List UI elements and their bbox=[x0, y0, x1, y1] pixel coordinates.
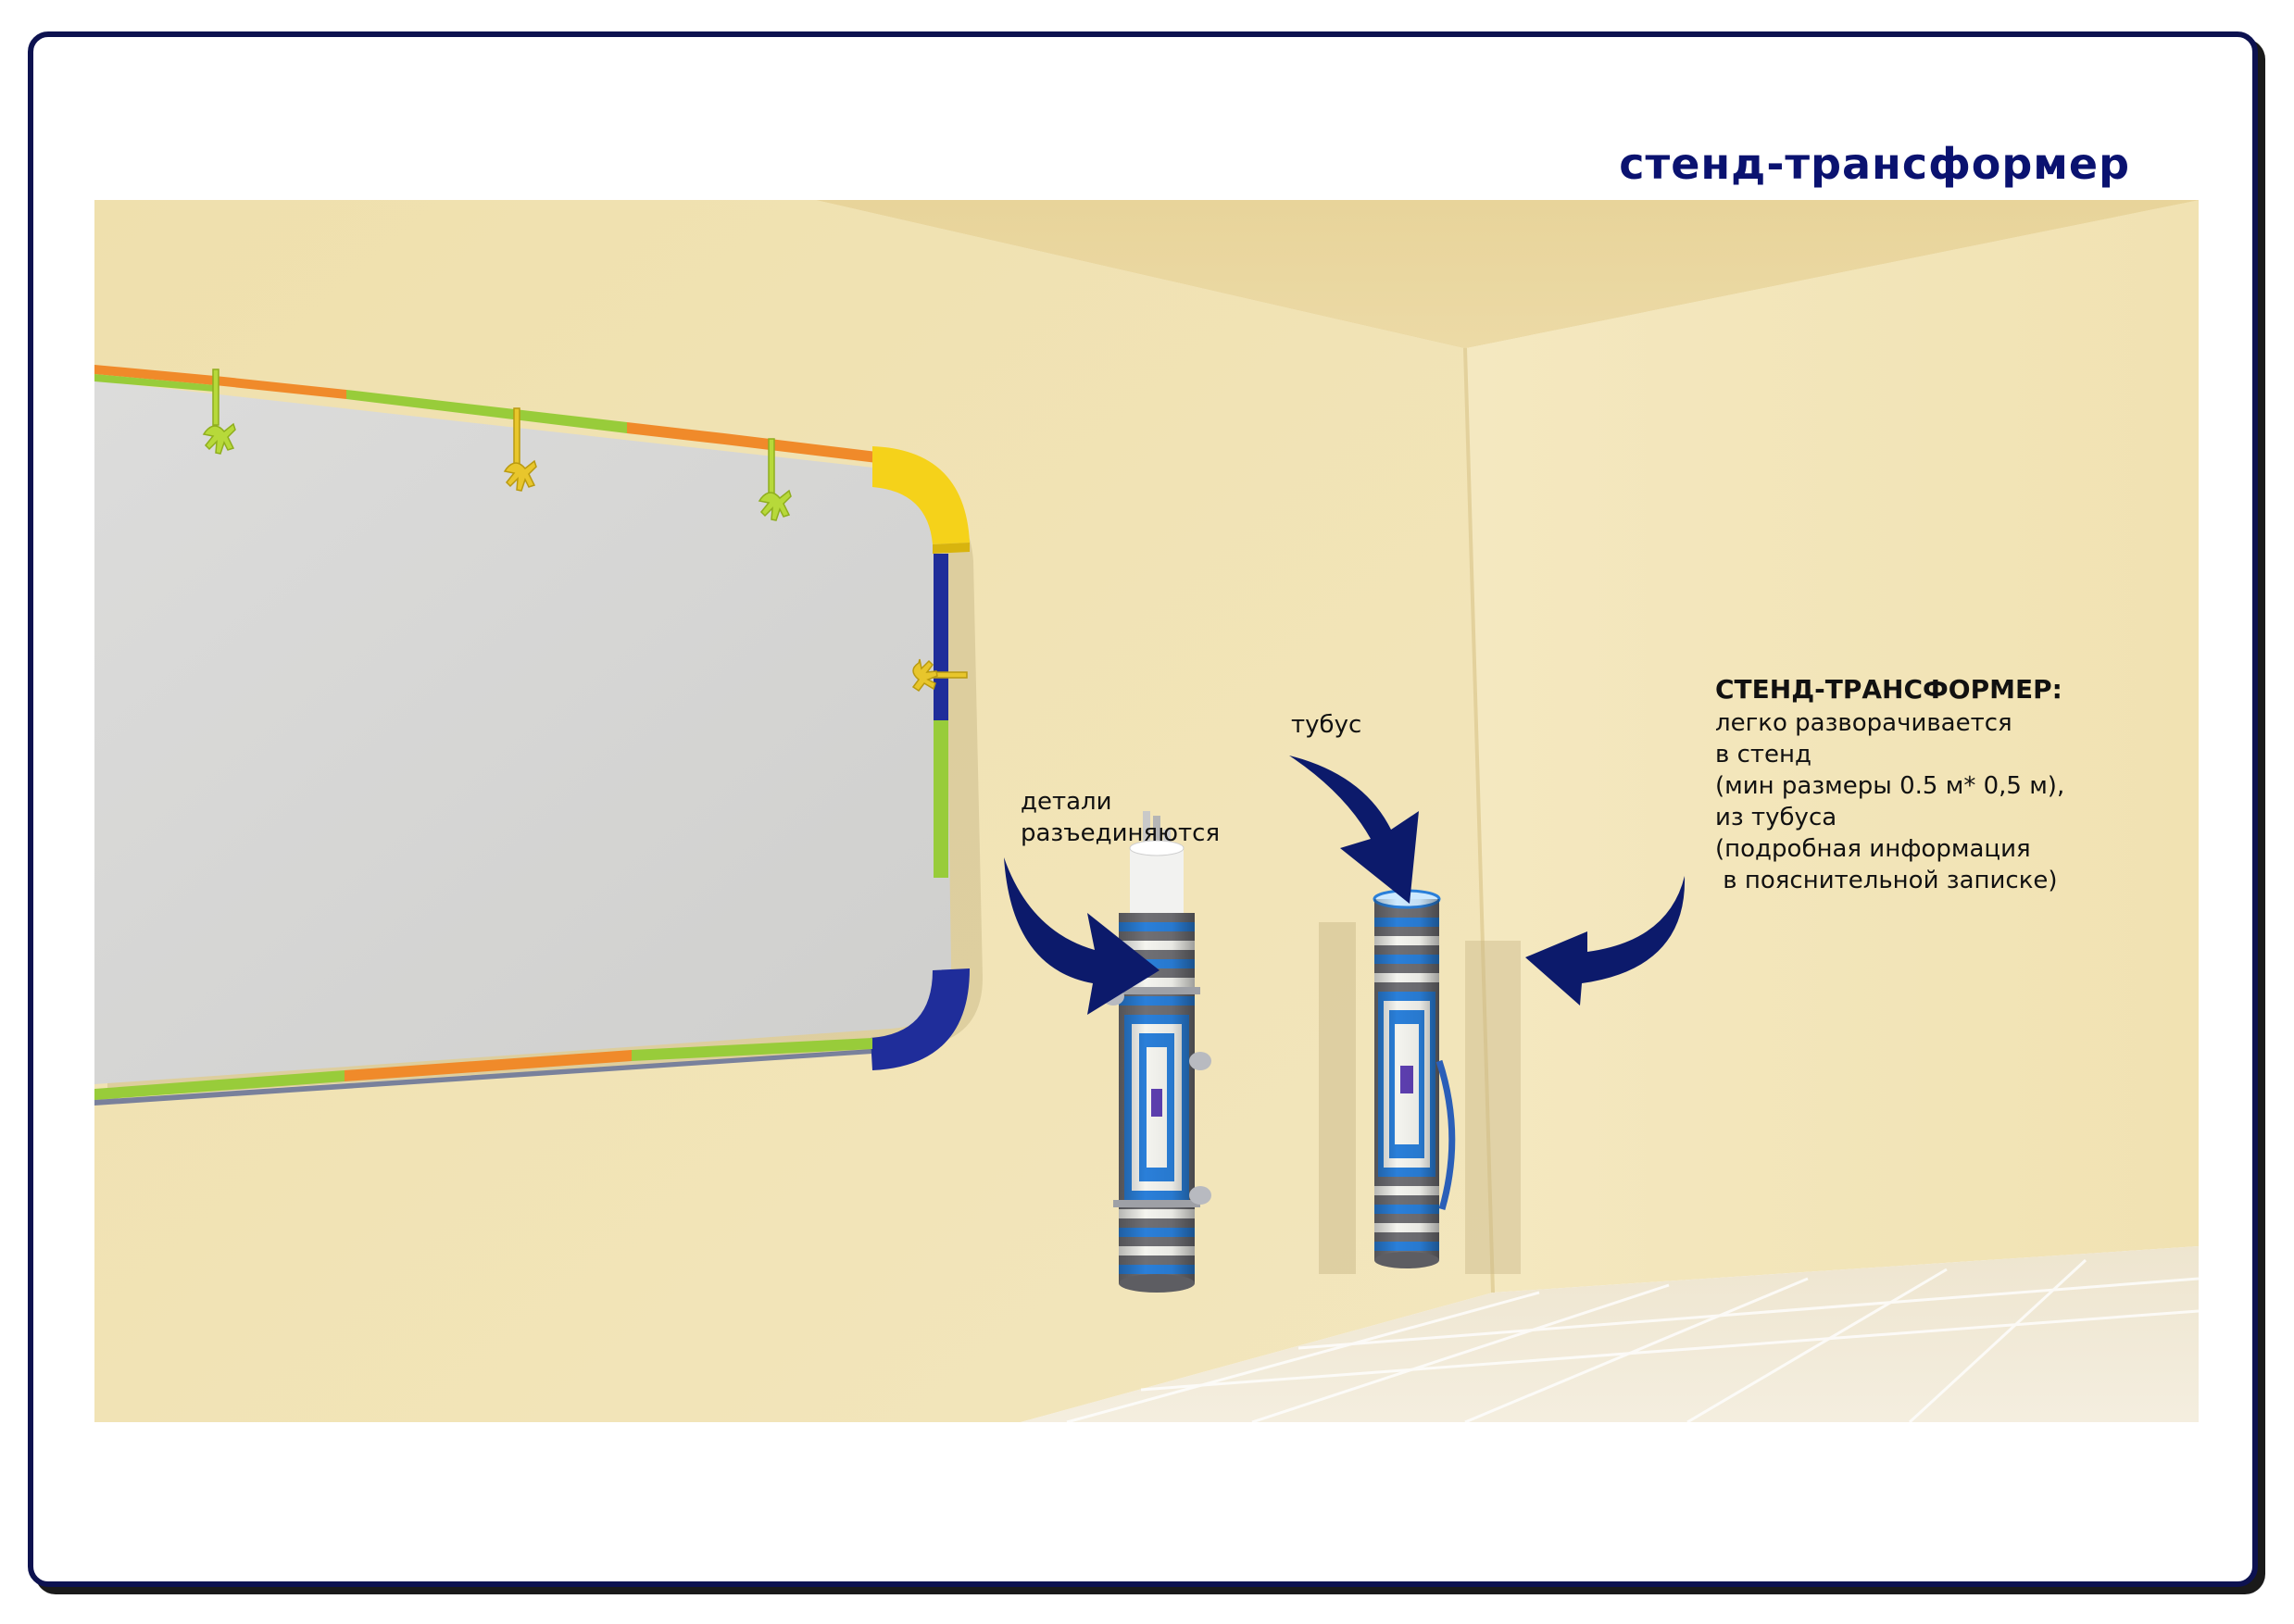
info-line-2: в стенд bbox=[1715, 741, 1811, 768]
parts-label-line2: разъединяются bbox=[1021, 819, 1221, 847]
info-line-5: (подробная информация bbox=[1715, 835, 2031, 863]
parts-label-line1: детали bbox=[1021, 788, 1112, 816]
info-heading: СТЕНД-ТРАНСФОРМЕР: bbox=[1715, 674, 2062, 705]
room-render bbox=[94, 200, 2199, 1422]
hand-clip-icon bbox=[911, 658, 968, 693]
hand-clip-icon bbox=[758, 438, 792, 521]
page-title: стенд-трансформер bbox=[1619, 139, 2130, 189]
room-illustration bbox=[94, 200, 2199, 1422]
info-line-6: в пояснительной записке) bbox=[1715, 867, 2058, 894]
floor-tiles bbox=[1066, 1258, 2199, 1422]
tube-disassembled bbox=[1102, 811, 1356, 1293]
display-board bbox=[94, 365, 983, 1106]
info-line-4: из тубуса bbox=[1715, 804, 1837, 831]
curved-arrow-icon bbox=[1289, 756, 1419, 904]
tube-closed bbox=[1373, 889, 1521, 1274]
info-line-1: легко разворачивается bbox=[1715, 709, 2012, 737]
info-line-3: (мин размеры 0.5 м* 0,5 м), bbox=[1715, 772, 2065, 800]
hand-clip-icon bbox=[202, 369, 236, 455]
hand-clip-icon bbox=[503, 407, 537, 492]
tube-label: тубус bbox=[1291, 711, 1362, 739]
right-wall bbox=[1465, 200, 2199, 1422]
curved-arrow-icon bbox=[1525, 876, 1686, 1006]
curved-arrow-icon bbox=[1004, 857, 1160, 1015]
